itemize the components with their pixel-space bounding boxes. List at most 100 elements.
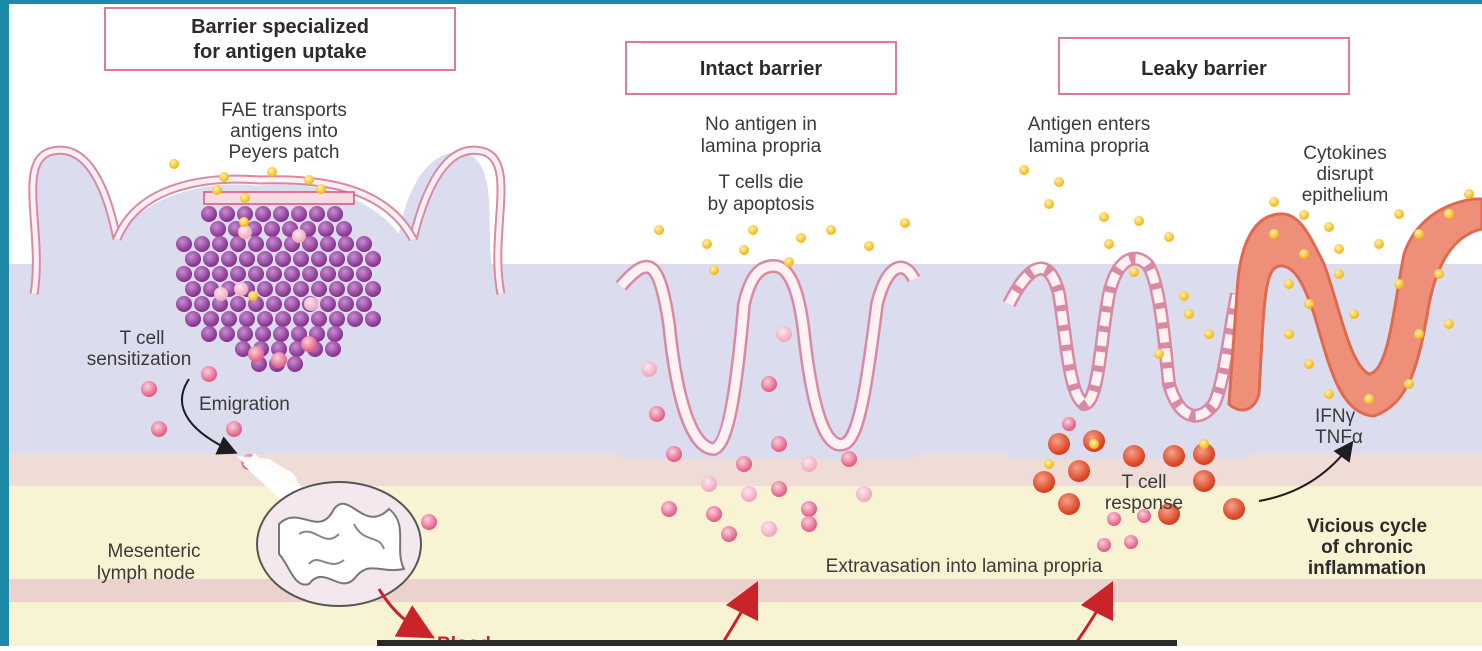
effector-t-cell bbox=[1163, 445, 1185, 467]
lymphocyte bbox=[264, 221, 280, 237]
lymphocyte bbox=[194, 236, 210, 252]
lymphocyte bbox=[291, 206, 307, 222]
antigen-dot bbox=[900, 218, 910, 228]
antigen-dot bbox=[1089, 439, 1099, 449]
lymphocyte bbox=[257, 251, 273, 267]
lymphocyte bbox=[365, 251, 381, 267]
lymphocyte bbox=[203, 311, 219, 327]
emigrating-t-cell bbox=[141, 381, 157, 397]
leaky-t-cell bbox=[1107, 512, 1121, 526]
lymphocyte bbox=[356, 236, 372, 252]
lymphocyte bbox=[338, 266, 354, 282]
lymphocyte bbox=[365, 281, 381, 297]
lymphocyte bbox=[201, 206, 217, 222]
lymphocyte bbox=[320, 296, 336, 312]
antigen-dot bbox=[1394, 209, 1404, 219]
lymphocyte bbox=[287, 356, 303, 372]
antigen-dot bbox=[1179, 291, 1189, 301]
lymphocyte bbox=[325, 341, 341, 357]
lymphocyte bbox=[293, 281, 309, 297]
antigen-dot bbox=[1269, 229, 1279, 239]
mesenteric-lymph-node bbox=[257, 482, 421, 606]
lymphocyte bbox=[273, 206, 289, 222]
fae-label-2: antigens into bbox=[230, 121, 338, 142]
antigen-dot bbox=[654, 225, 664, 235]
lymphocyte bbox=[329, 311, 345, 327]
lymph-node-t-cell bbox=[421, 514, 437, 530]
lymphocyte bbox=[239, 311, 255, 327]
leaky-t-cell bbox=[1062, 417, 1076, 431]
title-box-intact: Intact barrier bbox=[626, 42, 896, 94]
antigen-dot bbox=[1204, 329, 1214, 339]
antigen-dot bbox=[1044, 459, 1054, 469]
antigen-dot bbox=[1129, 267, 1139, 277]
antigen-dot bbox=[248, 291, 258, 301]
sensitized-t-cell bbox=[238, 225, 252, 239]
title-leaky: Leaky barrier bbox=[1141, 58, 1267, 80]
emigrating-t-cell bbox=[226, 421, 242, 437]
lymphocyte bbox=[327, 326, 343, 342]
antigen-dot bbox=[1044, 199, 1054, 209]
emigrating-t-cell bbox=[151, 421, 167, 437]
antigen-dot bbox=[1184, 309, 1194, 319]
lymphocyte bbox=[255, 326, 271, 342]
antigen-dot bbox=[1414, 329, 1424, 339]
lymphocyte bbox=[329, 251, 345, 267]
intact-t-cell bbox=[701, 476, 717, 492]
emigrating-t-cell bbox=[201, 366, 217, 382]
intact-t-cell bbox=[801, 501, 817, 517]
lymphocyte bbox=[273, 326, 289, 342]
lymphocyte bbox=[219, 206, 235, 222]
antigen-dot bbox=[1334, 244, 1344, 254]
antigen-dot bbox=[709, 265, 719, 275]
intact-t-cell bbox=[721, 526, 737, 542]
sensitized-t-cell bbox=[304, 297, 318, 311]
antigen-dot bbox=[169, 159, 179, 169]
intact-t-cell bbox=[771, 436, 787, 452]
lymphocyte bbox=[185, 281, 201, 297]
antigen-dot bbox=[1444, 319, 1454, 329]
antigen-dot bbox=[1284, 279, 1294, 289]
antigen-enters-label-2: lamina propria bbox=[1029, 136, 1150, 157]
no-antigen-label-1: No antigen in bbox=[705, 114, 817, 135]
lymphocyte bbox=[338, 296, 354, 312]
lymphocyte bbox=[320, 266, 336, 282]
lymphocyte bbox=[185, 251, 201, 267]
caption-bar bbox=[377, 640, 1177, 646]
antigen-dot bbox=[1304, 359, 1314, 369]
antigen-dot bbox=[1304, 299, 1314, 309]
antigen-dot bbox=[316, 184, 326, 194]
lymphocyte bbox=[230, 266, 246, 282]
intact-t-cell bbox=[856, 486, 872, 502]
antigen-dot bbox=[1199, 439, 1209, 449]
antigen-dot bbox=[219, 172, 229, 182]
title-uptake-2: for antigen uptake bbox=[193, 41, 366, 63]
effector-t-cell bbox=[1048, 433, 1070, 455]
lymphocyte bbox=[284, 266, 300, 282]
intact-t-cell bbox=[776, 326, 792, 342]
intact-t-cell bbox=[706, 506, 722, 522]
lymphocyte bbox=[237, 326, 253, 342]
diagram-stage: FAE transports antigens into Peyers patc… bbox=[9, 4, 1482, 646]
lymphocyte bbox=[230, 296, 246, 312]
antigen-dot bbox=[1104, 239, 1114, 249]
antigen-dot bbox=[826, 225, 836, 235]
t-cell-sensitization-label-1: T cell bbox=[119, 328, 164, 349]
antigen-dot bbox=[739, 245, 749, 255]
lymphocyte bbox=[356, 296, 372, 312]
intact-t-cell bbox=[801, 456, 817, 472]
lymphocyte bbox=[327, 206, 343, 222]
antigen-dot bbox=[1334, 269, 1344, 279]
sensitized-t-cell bbox=[292, 229, 306, 243]
extravasation-label: Extravasation into lamina propria bbox=[826, 556, 1103, 577]
lymphocyte bbox=[347, 251, 363, 267]
lymphocyte bbox=[194, 296, 210, 312]
antigen-dot bbox=[796, 233, 806, 243]
lymphocyte bbox=[311, 251, 327, 267]
cytokines-label-3: epithelium bbox=[1302, 185, 1389, 206]
intact-t-cell bbox=[761, 521, 777, 537]
lymphocyte bbox=[293, 251, 309, 267]
tnf-alpha-label: TNFα bbox=[1315, 427, 1363, 448]
slide-frame-left bbox=[0, 0, 9, 646]
lymphocyte bbox=[347, 311, 363, 327]
